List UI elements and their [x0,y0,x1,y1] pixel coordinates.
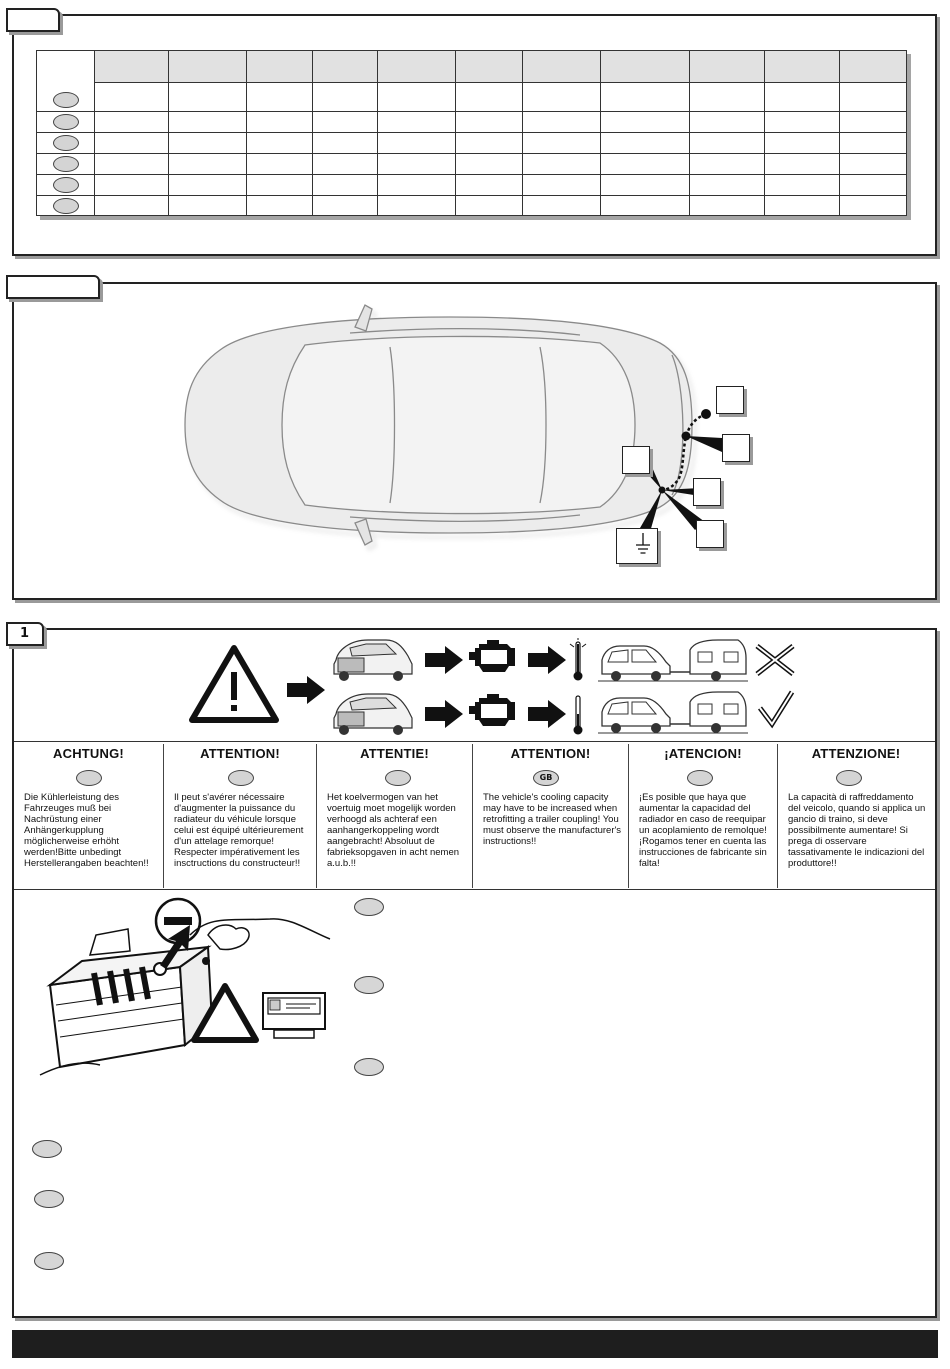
lang-text: La capacità di raffreddamento del veicol… [788,792,926,869]
lang-column-es: ¡ATENCION! ¡Es posible que haya que aume… [629,744,777,888]
country-oval [687,770,713,786]
arrow-icon [425,646,463,674]
country-oval [53,156,79,172]
country-oval [53,177,79,193]
divider [14,741,935,742]
country-oval-gb: GB [533,770,559,786]
ground-label-box [616,528,658,564]
arrow-icon [287,676,325,704]
country-oval [53,114,79,130]
country-oval [53,198,79,214]
car-caravan-icon [598,639,748,682]
ground-icon [636,533,650,554]
lang-text: Die Kühlerleistung des Fahrzeuges muß be… [24,792,149,869]
connector-label-box [722,434,750,462]
lang-column-gb: ATTENTION! GB The vehicle's cooling capa… [473,744,628,888]
car-caravan-icon [598,691,748,734]
lang-heading: ATTENTION! [200,746,280,761]
lang-text: The vehicle's cooling capacity may have … [483,792,622,847]
warning-triangle-icon [191,983,259,1043]
wiring-path [637,409,722,532]
vehicle-table [36,50,907,216]
section-1-tab [6,8,60,32]
warning-triangle-icon [189,645,279,723]
lang-heading: ATTENTIE! [360,746,429,761]
lang-text: ¡Es posible que haya que aumentar la cap… [639,792,767,869]
table-header [95,51,906,83]
connector-label-box [693,478,721,506]
country-oval [34,1252,64,1270]
car-front-icon [333,693,413,735]
engine-icon [469,694,515,726]
thermometer-icon [569,638,587,681]
country-oval [354,1058,384,1076]
lang-heading: ATTENZIONE! [811,746,901,761]
arrow-icon [425,700,463,728]
thermometer-icon [573,695,583,735]
connector-label-box [622,446,650,474]
car-top-view [184,304,693,546]
car-front-icon [333,639,413,681]
country-oval [385,770,411,786]
battery-disconnect-illustration [39,897,331,1076]
country-oval [354,976,384,994]
country-oval [228,770,254,786]
section-2-tab [6,275,100,299]
arrow-icon [528,700,566,728]
connector-label-box [716,386,744,414]
arrow-icon [528,646,566,674]
engine-icon [469,640,515,672]
lang-column-nl: ATTENTIE! Het koelvermogen van het voert… [317,744,472,888]
lang-text: Il peut s'avérer nécessaire d'augmenter … [174,792,304,869]
cross-icon [755,644,795,676]
section-3-tab: 1 [6,622,44,646]
check-icon [758,690,795,729]
lang-column-de: ACHTUNG! Die Kühlerleistung des Fahrzeug… [14,744,163,888]
connector-label-box [696,520,724,548]
country-oval [354,898,384,916]
country-oval [76,770,102,786]
footer-bar [12,1330,938,1358]
country-oval [32,1140,62,1158]
lang-heading: ¡ATENCION! [664,746,742,761]
country-oval [53,92,79,108]
lang-column-fr: ATTENTION! Il peut s'avérer nécessaire d… [164,744,316,888]
country-oval [53,135,79,151]
country-oval [34,1190,64,1208]
lang-column-it: ATTENZIONE! La capacità di raffreddament… [778,744,934,888]
country-oval [836,770,862,786]
lang-text: Het koelvermogen van het voertuig moet m… [327,792,460,869]
lang-heading: ACHTUNG! [53,746,124,761]
lang-heading: ATTENTION! [510,746,591,761]
divider [14,889,935,890]
radio-display-icon [262,992,326,1039]
